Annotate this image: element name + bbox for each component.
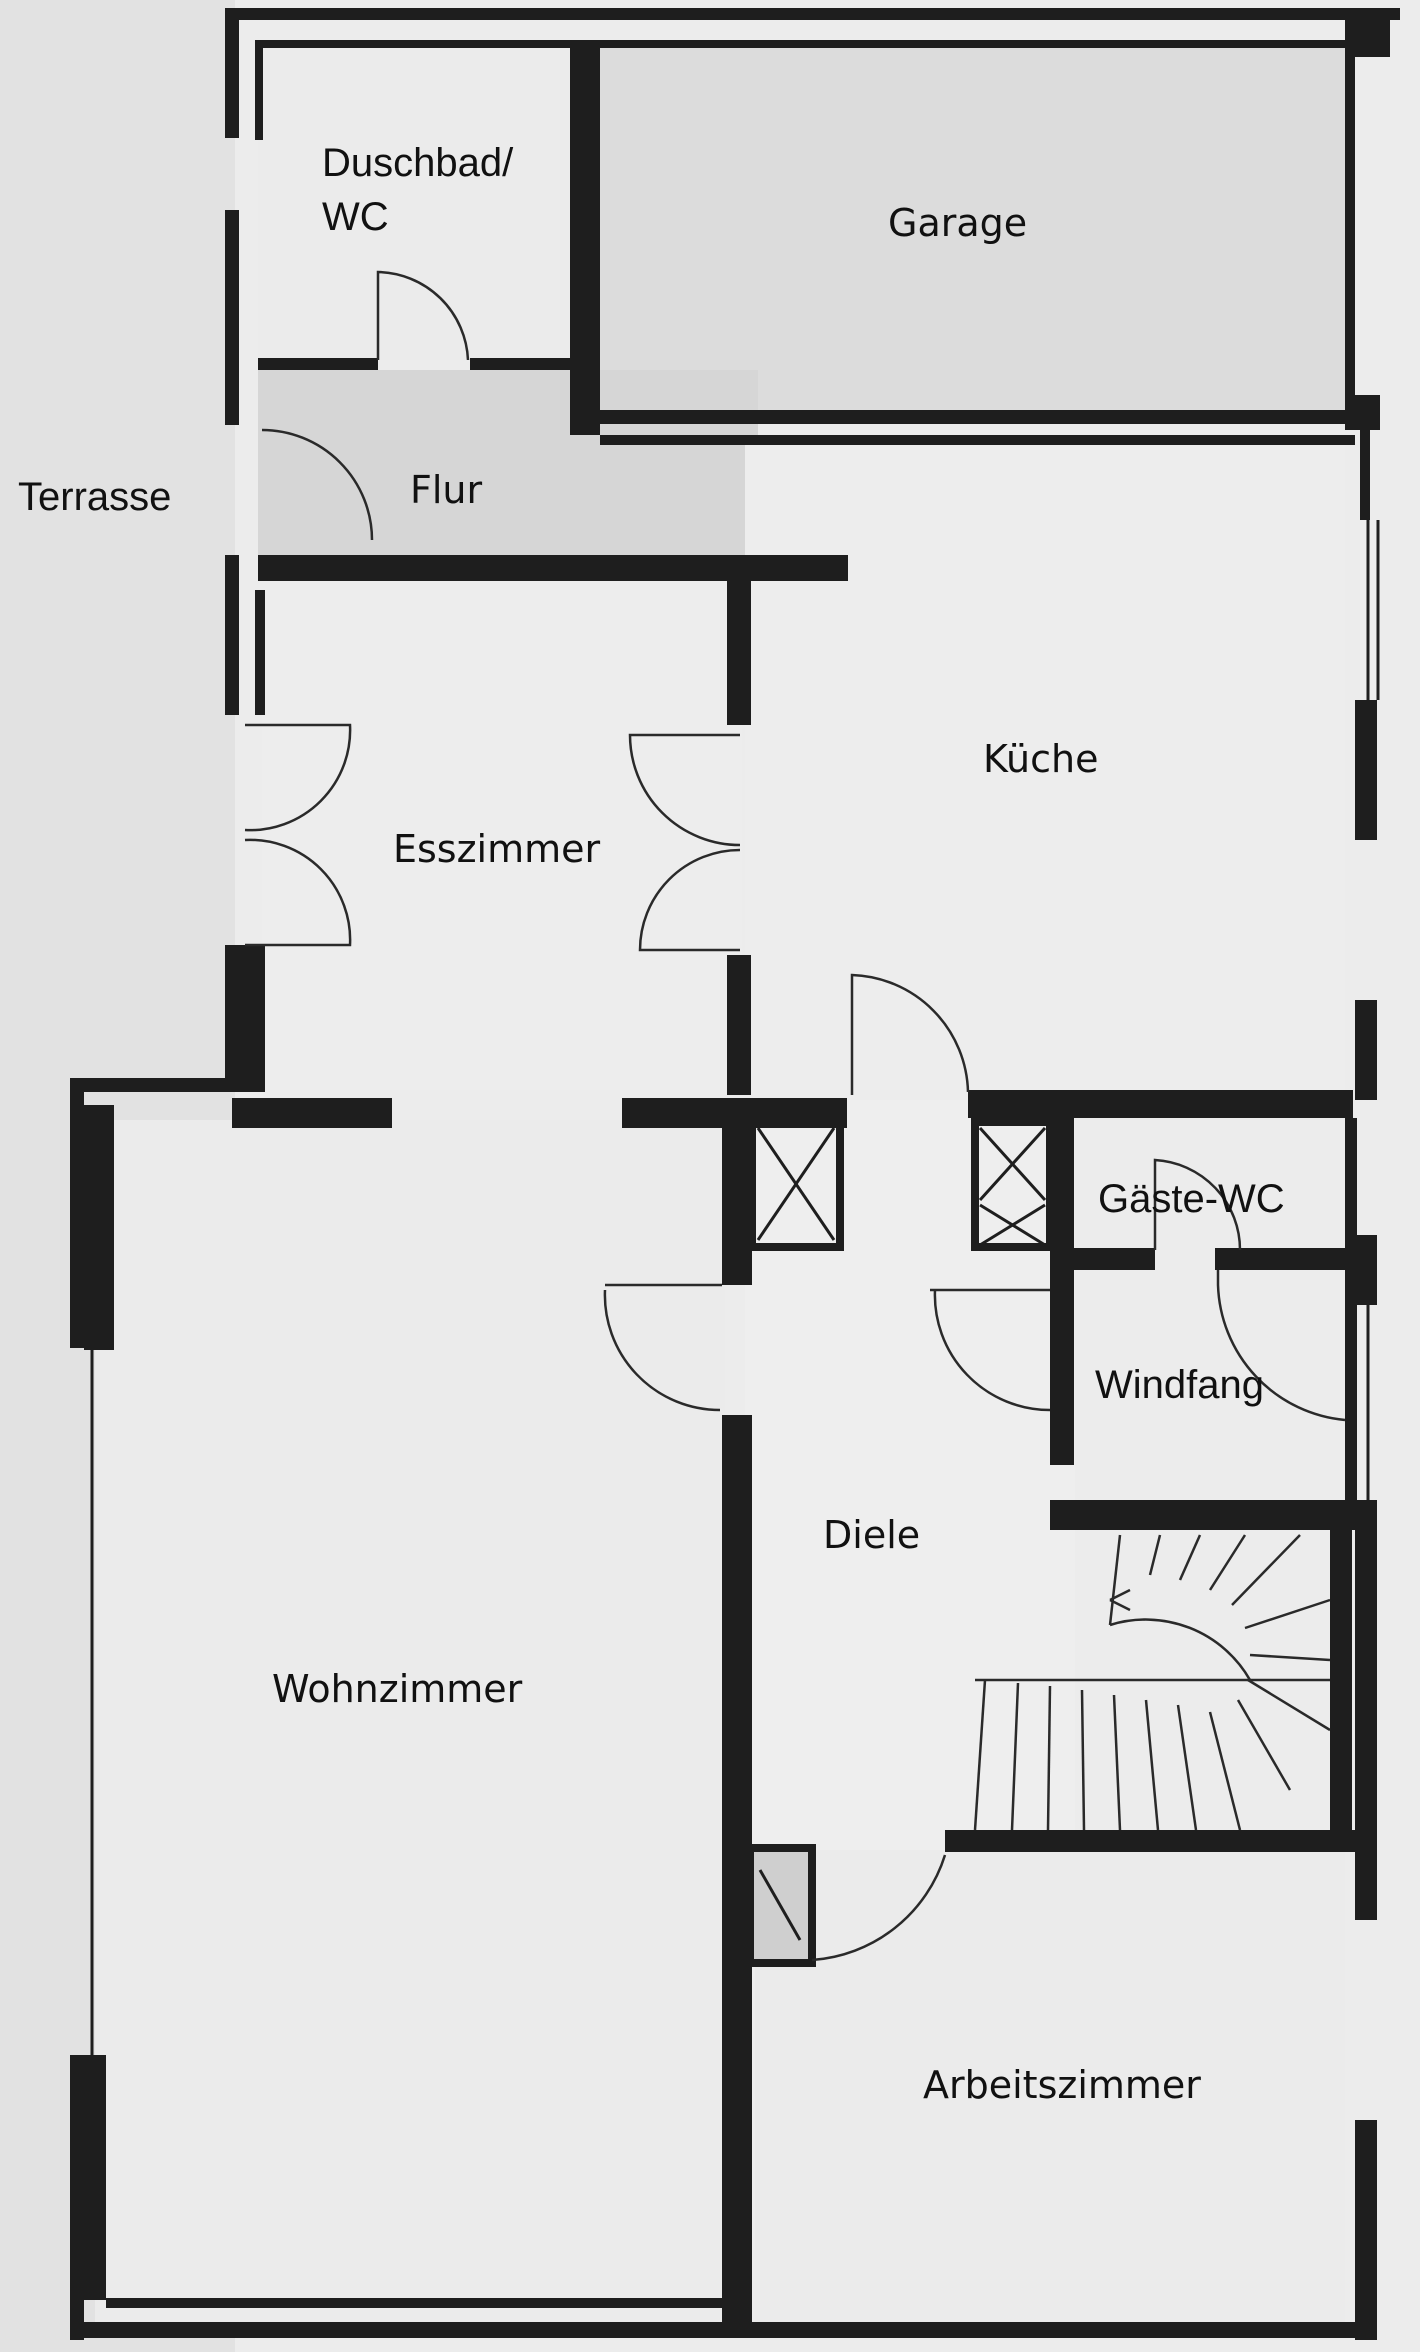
wall-left-mid2 [225, 555, 239, 715]
kueche-floor [745, 440, 1345, 1090]
wall-right-e [1355, 1000, 1377, 1100]
wall-gaeste-left [1050, 1115, 1074, 1465]
flur-floor [258, 370, 758, 555]
wall-wohn-left-bottom2 [84, 2055, 106, 2300]
label-diele: Diele [823, 1513, 920, 1557]
wohnzimmer-floor [95, 1120, 725, 2330]
wall-dusch-garage [570, 40, 600, 435]
wall-ess-bottom-left [232, 1098, 392, 1128]
esszimmer-floor [262, 590, 742, 1090]
wall-windfang-bottom [1050, 1500, 1370, 1530]
door-windfang-diele [930, 1288, 1051, 1412]
wall-windfang-right [1345, 1270, 1357, 1500]
wall-left-ess-inner [255, 590, 265, 715]
label-wohnzimmer: Wohnzimmer [272, 1667, 523, 1711]
wall-ess-right-mid [727, 955, 751, 1095]
arbeitszimmer-floor [755, 1850, 1345, 2330]
wall-right-c [1360, 430, 1370, 520]
shaft-arbeit-line [758, 1869, 802, 1941]
wall-right-upper [1345, 12, 1390, 57]
duschbad-floor [258, 45, 570, 360]
label-kueche: Küche [983, 737, 1098, 781]
shaft-left-x2 [756, 1127, 836, 1241]
wall-stair-bottom [945, 1830, 1355, 1852]
label-garage: Garage [888, 201, 1027, 245]
label-flur: Flur [410, 468, 482, 512]
shaft-right-x2 [978, 1126, 1047, 1202]
wall-garage-bottom [570, 410, 1355, 424]
label-windfang: Windfang [1095, 1363, 1264, 1407]
wall-left-lower [225, 945, 265, 1085]
wall-gaeste-bottom2 [1215, 1248, 1360, 1270]
door-ess-left-top [244, 723, 352, 832]
wall-left-upper [225, 8, 239, 138]
wall-gaeste-bottom [1060, 1248, 1155, 1270]
label-duschbad-2: WC [322, 195, 389, 239]
wall-left-upper-inner [255, 40, 263, 140]
door-ess-right-top [628, 733, 741, 847]
door-gaeste [1153, 1158, 1242, 1251]
label-terrasse: Terrasse [18, 475, 171, 519]
wall-wohn-top-left [70, 1078, 265, 1092]
label-duschbad-1: Duschbad/ [322, 141, 514, 185]
wall-flur-bottom [258, 555, 848, 581]
wall-gaeste-right [1345, 1118, 1357, 1253]
door-windfang-entrance [1216, 1270, 1346, 1422]
wall-wohn-right-top [722, 1120, 752, 1285]
shaft-left [748, 1118, 844, 1251]
wall-right-f [1355, 1235, 1377, 1305]
wall-left-mid [225, 210, 239, 425]
wall-top [225, 8, 1400, 20]
wall-right-g [1355, 1500, 1377, 1920]
label-gaeste-wc: Gäste-WC [1098, 1177, 1285, 1221]
staircase [973, 1534, 1331, 1831]
wall-wohn-left-top2 [84, 1105, 114, 1350]
label-esszimmer: Esszimmer [393, 827, 601, 871]
door-wohn-diele [603, 1283, 722, 1412]
door-duschbad [376, 270, 470, 361]
wall-dusch-bottom [258, 358, 378, 370]
garage-floor [598, 45, 1350, 415]
wall-garage-bottom2 [600, 435, 1355, 445]
wall-right-h [1355, 2120, 1377, 2340]
door-kueche-diele [850, 973, 970, 1095]
wall-kueche-bottom [968, 1090, 1353, 1118]
wall-dusch-bottom2 [470, 358, 578, 370]
wall-right-d [1355, 700, 1377, 840]
wall-ess-right-top [727, 570, 751, 725]
door-ess-left-bottom [244, 838, 352, 947]
wall-wohn-left-top [70, 1078, 84, 1348]
wall-wohn-left-bottom [70, 2055, 84, 2340]
wall-stair-right [1330, 1520, 1352, 1840]
wall-right-a [1345, 55, 1355, 395]
wall-bottom-inner [106, 2298, 726, 2308]
door-ess-right-bottom [638, 848, 741, 952]
door-terrasse-flur [261, 428, 374, 541]
label-arbeitszimmer: Arbeitszimmer [923, 2063, 1201, 2107]
door-arbeitszimmer [811, 1854, 947, 1962]
shaft-right-x4 [979, 1203, 1046, 1247]
wall-top-inner [258, 40, 1348, 48]
